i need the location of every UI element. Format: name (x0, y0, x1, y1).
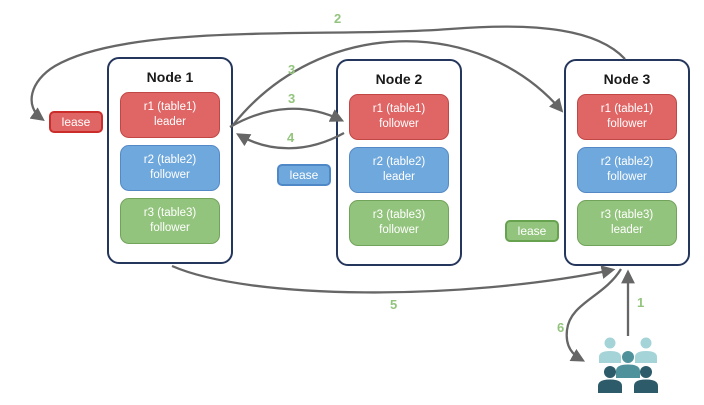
node-1-title: Node 1 (146, 69, 194, 85)
replica-name: r1 (table1) (600, 103, 654, 116)
node-3-replica-r1: r1 (table1) follower (577, 94, 677, 140)
replica-name: r2 (table2) (600, 156, 654, 169)
lease-badge-r2: lease (277, 164, 331, 186)
node-2-title: Node 2 (375, 71, 423, 87)
node-1: Node 1 r1 (table1) leader r2 (table2) fo… (107, 57, 233, 264)
replica-name: r1 (table1) (372, 103, 426, 116)
replica-name: r2 (table2) (372, 156, 426, 169)
replica-role: follower (150, 222, 190, 234)
step-label-3b: 3 (288, 91, 296, 106)
replica-role: leader (383, 171, 415, 183)
lease-badge-r1: lease (49, 111, 103, 133)
replica-role: leader (154, 116, 186, 128)
step-label-4: 4 (287, 130, 295, 145)
step-label-5: 5 (390, 297, 398, 312)
replica-role: follower (379, 118, 419, 130)
step-label-2: 2 (334, 11, 342, 26)
node-1-replica-r2: r2 (table2) follower (120, 145, 220, 191)
replica-role: leader (611, 224, 643, 236)
node-3-replica-r3: r3 (table3) leader (577, 200, 677, 246)
step-label-3a: 3 (288, 62, 296, 77)
node-2-replica-r2: r2 (table2) leader (349, 147, 449, 193)
replica-name: r3 (table3) (372, 209, 426, 222)
node-2: Node 2 r1 (table1) follower r2 (table2) … (336, 59, 462, 266)
replica-name: r2 (table2) (143, 154, 197, 167)
users-icon (598, 337, 658, 393)
users-front-row (598, 366, 658, 393)
arrow-step-3-leader-to-node2 (229, 107, 345, 128)
node-1-replica-r3: r3 (table3) follower (120, 198, 220, 244)
step-label-6: 6 (557, 320, 565, 335)
node-1-replica-r1: r1 (table1) leader (120, 92, 220, 138)
node-3-title: Node 3 (603, 71, 651, 87)
users-middle-person (616, 351, 640, 378)
arrow-step-5-node1-to-node3 (171, 264, 616, 294)
replica-name: r1 (table1) (143, 101, 197, 114)
lease-badge-r3: lease (505, 220, 559, 242)
replica-role: follower (150, 169, 190, 181)
step-label-1: 1 (637, 295, 645, 310)
node-3-replica-r2: r2 (table2) follower (577, 147, 677, 193)
replica-role: follower (379, 224, 419, 236)
replica-name: r3 (table3) (143, 207, 197, 220)
replica-role: follower (607, 171, 647, 183)
node-3: Node 3 r1 (table1) follower r2 (table2) … (564, 59, 690, 266)
replica-role: follower (607, 118, 647, 130)
replica-name: r3 (table3) (600, 209, 654, 222)
node-2-replica-r1: r1 (table1) follower (349, 94, 449, 140)
node-2-replica-r3: r3 (table3) follower (349, 200, 449, 246)
